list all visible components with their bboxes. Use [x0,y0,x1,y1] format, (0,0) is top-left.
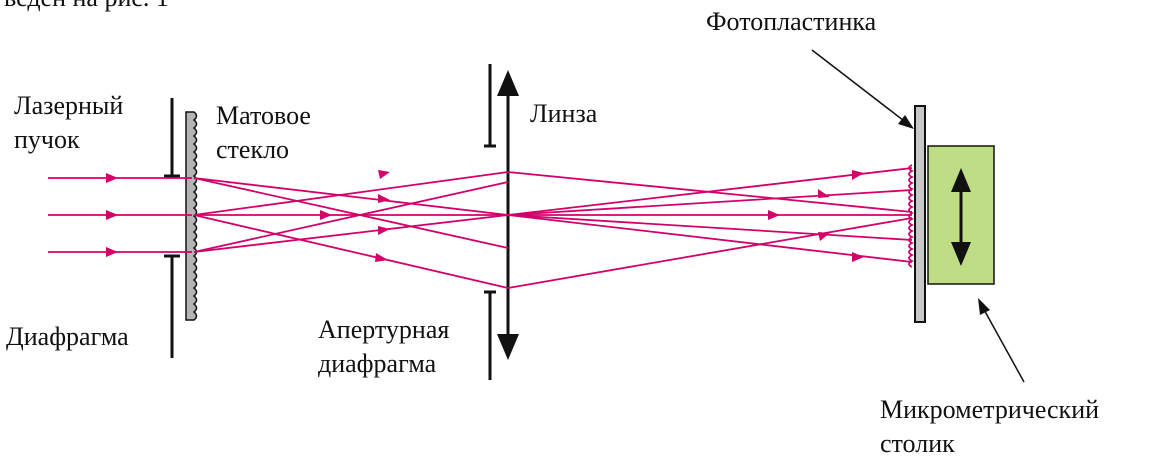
cropped-heading-text: ведён на рис. 1 [4,0,169,12]
light-rays [48,167,913,289]
stage-label-line1: Микрометрический [880,395,1099,424]
photoplate-label: Фотопластинка [706,7,877,36]
matte-glass [185,111,198,321]
stage-label-line2: столик [880,429,955,457]
micrometric-stage [927,145,995,285]
aperture-diaphragm [484,64,496,380]
entry-diaphragm [164,98,180,358]
pointer-stage [978,298,1025,383]
aperture-label-line1: Апертурная [318,315,449,344]
lens-label: Линза [530,99,598,128]
pointer-photoplate [811,49,914,129]
photoplate [914,105,926,323]
matte-glass-label-line2: стекло [216,135,289,164]
lens-arrow [497,70,519,360]
aperture-label-line2: диафрагма [318,349,437,378]
diaphragm-label: Диафрагма [6,322,129,351]
laser-beam-label-line2: пучок [14,125,80,154]
speckle-pattern [908,164,915,268]
laser-beam-label-line1: Лазерный [14,91,123,120]
matte-glass-label-line1: Матовое [216,101,311,130]
